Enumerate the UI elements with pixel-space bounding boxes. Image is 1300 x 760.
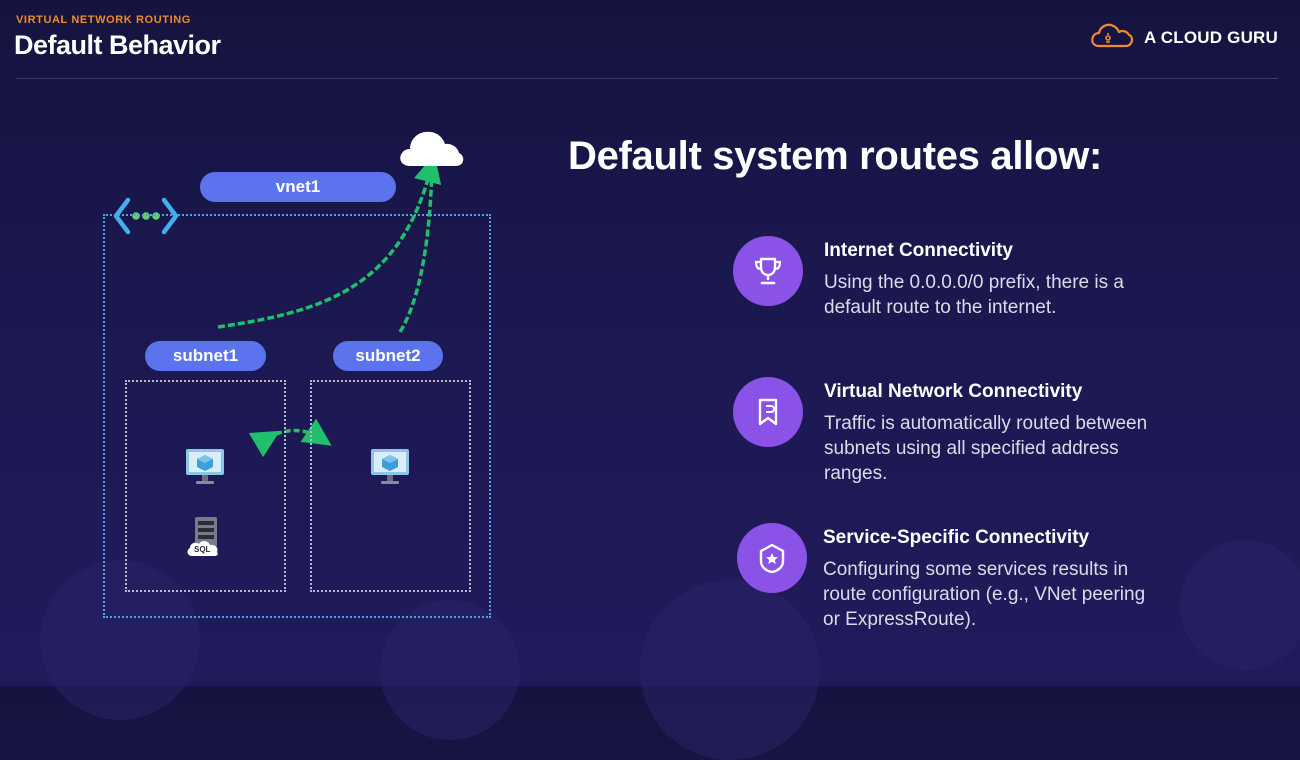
sql-server-icon: SQL [186,516,222,558]
main-heading: Default system routes allow: [568,134,1102,178]
virtual-machine-icon [370,448,410,491]
feature-description: Using the 0.0.0.0/0 prefix, there is a d… [824,272,1124,318]
background-blob [640,580,820,760]
internet-route-arrow [398,167,434,333]
routing-arrows [217,154,442,458]
vnet-boundary [103,214,491,618]
feature-title: Internet Connectivity [824,240,1013,261]
section-eyebrow: VIRTUAL NETWORK ROUTING [16,14,191,26]
feature-description: Configuring some services results in rou… [823,559,1146,630]
background-blob [1180,540,1300,670]
sql-badge: SQL [194,545,211,554]
brand-name: A CLOUD GURU [1144,27,1278,47]
feature-description: Traffic is automatically routed between … [824,413,1148,484]
subnet-route-arrow [248,418,332,458]
header-divider [16,78,1278,79]
subnet2-boundary [310,380,471,592]
vnet-label: vnet1 [200,172,396,202]
feature-title: Virtual Network Connectivity [824,381,1083,402]
trophy-icon [733,236,803,306]
internet-route-arrow [217,154,442,329]
network-diagram: vnet1 subnet1 subnet2 [0,0,520,686]
cloud-logo-icon [1090,22,1134,53]
subnet1-label: subnet1 [145,341,266,371]
brand-logo: A CLOUD GURU [1090,22,1278,53]
bookmark-icon [733,377,803,447]
subnet1-boundary [125,380,286,592]
badge-star-icon [737,523,807,593]
page-title: Default Behavior [14,30,221,60]
internet-cloud-icon [396,122,466,175]
subnet2-label: subnet2 [333,341,443,371]
feature-title: Service-Specific Connectivity [823,527,1090,548]
virtual-machine-icon [185,448,225,491]
